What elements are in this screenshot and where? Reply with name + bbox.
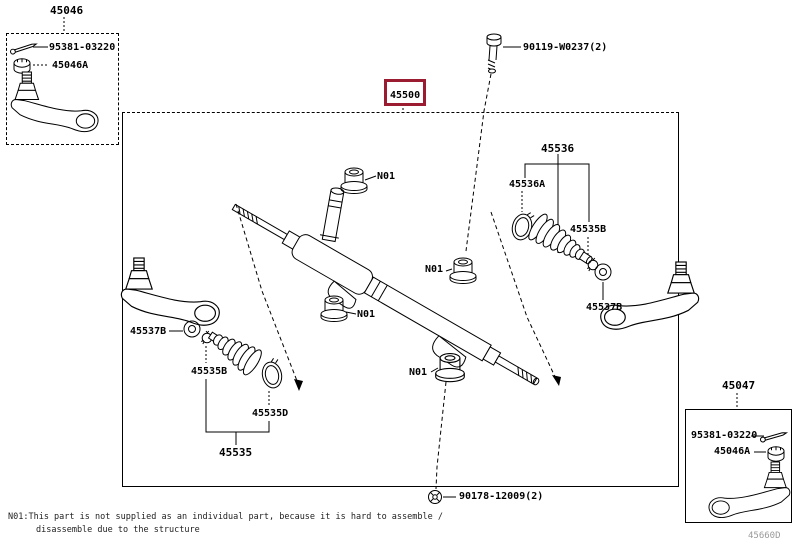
n01-callout-4: N01 <box>409 367 428 378</box>
tie-rod-end-drawing-right <box>600 261 700 330</box>
part-label-45535B-left[interactable]: 45535B <box>191 366 228 377</box>
part-label-45537B-left[interactable]: 45537B <box>130 326 167 337</box>
dashed-pointer-left <box>235 203 300 387</box>
washer-icon-right <box>594 263 612 281</box>
washer-icon-left <box>183 320 201 338</box>
figure-code: 45660D <box>748 531 781 541</box>
leader-line <box>345 311 357 315</box>
part-label-45046A-tl[interactable]: 45046A <box>52 60 89 71</box>
part-label-45537B-right[interactable]: 45537B <box>586 302 623 313</box>
part-label-95381-03220-br[interactable]: 95381-03220 <box>691 430 758 441</box>
leader-line <box>364 175 377 181</box>
leader-line <box>430 367 439 373</box>
dashed-pointer-right <box>490 211 558 382</box>
cotter-pin-icon <box>9 41 38 56</box>
bracket-45536 <box>524 163 590 222</box>
n01-callout-3: N01 <box>357 309 376 320</box>
grommet-icon-3 <box>320 295 348 322</box>
nut-icon <box>428 490 442 504</box>
steering-gear-assembly-drawing <box>231 203 540 386</box>
cotter-pin-icon-br <box>759 430 788 444</box>
part-label-45046A-br[interactable]: 45046A <box>714 446 751 457</box>
grommet-icon-4 <box>435 353 465 383</box>
bolt-dashed-leader <box>465 73 492 252</box>
clamp-ring-icon-left <box>258 356 285 391</box>
n01-callout-1: N01 <box>377 171 396 182</box>
boot-bellows-left <box>207 331 262 376</box>
footnote-line1: N01:This part is not supplied as an indi… <box>8 512 443 522</box>
tie-rod-end-drawing-tl <box>10 71 99 133</box>
part-label-95381-03220-tl[interactable]: 95381-03220 <box>49 42 116 53</box>
grommet-icon-2 <box>449 257 477 284</box>
part-label-45535[interactable]: 45535 <box>219 446 253 459</box>
part-label-45500: 45500 <box>390 90 421 101</box>
input-shaft-drawing <box>319 187 345 243</box>
castle-nut-icon <box>13 58 31 74</box>
boot-bellows-right <box>528 213 593 265</box>
part-label-45047[interactable]: 45047 <box>722 379 756 392</box>
part-label-90119-W0237[interactable]: 90119-W0237(2) <box>523 42 608 53</box>
tie-rod-end-drawing-left <box>120 257 220 326</box>
inset-box-45047 <box>685 409 792 523</box>
grommet-icon-1 <box>340 167 368 194</box>
footnote-line2: disassemble due to the structure <box>36 525 200 535</box>
grommet-nut-dashed-leader <box>435 381 447 490</box>
leader-line <box>445 268 453 272</box>
arrowhead-right <box>552 375 561 386</box>
bracket-45535 <box>205 379 270 445</box>
bolt-icon <box>486 33 502 74</box>
tie-rod-end-drawing-br <box>708 461 791 518</box>
n01-callout-2: N01 <box>425 264 444 275</box>
inset-box-45046 <box>6 33 119 145</box>
part-label-45536A[interactable]: 45536A <box>509 179 546 190</box>
part-label-45535D[interactable]: 45535D <box>252 408 289 419</box>
part-label-45046[interactable]: 45046 <box>50 4 84 17</box>
part-label-45536[interactable]: 45536 <box>541 142 575 155</box>
highlighted-part-callout-45500[interactable]: 45500 <box>384 79 427 106</box>
part-label-45535B-right[interactable]: 45535B <box>570 224 607 235</box>
arrowhead-left <box>294 379 303 391</box>
part-label-90178-12009[interactable]: 90178-12009(2) <box>459 491 544 502</box>
castle-nut-icon-br <box>767 446 785 462</box>
